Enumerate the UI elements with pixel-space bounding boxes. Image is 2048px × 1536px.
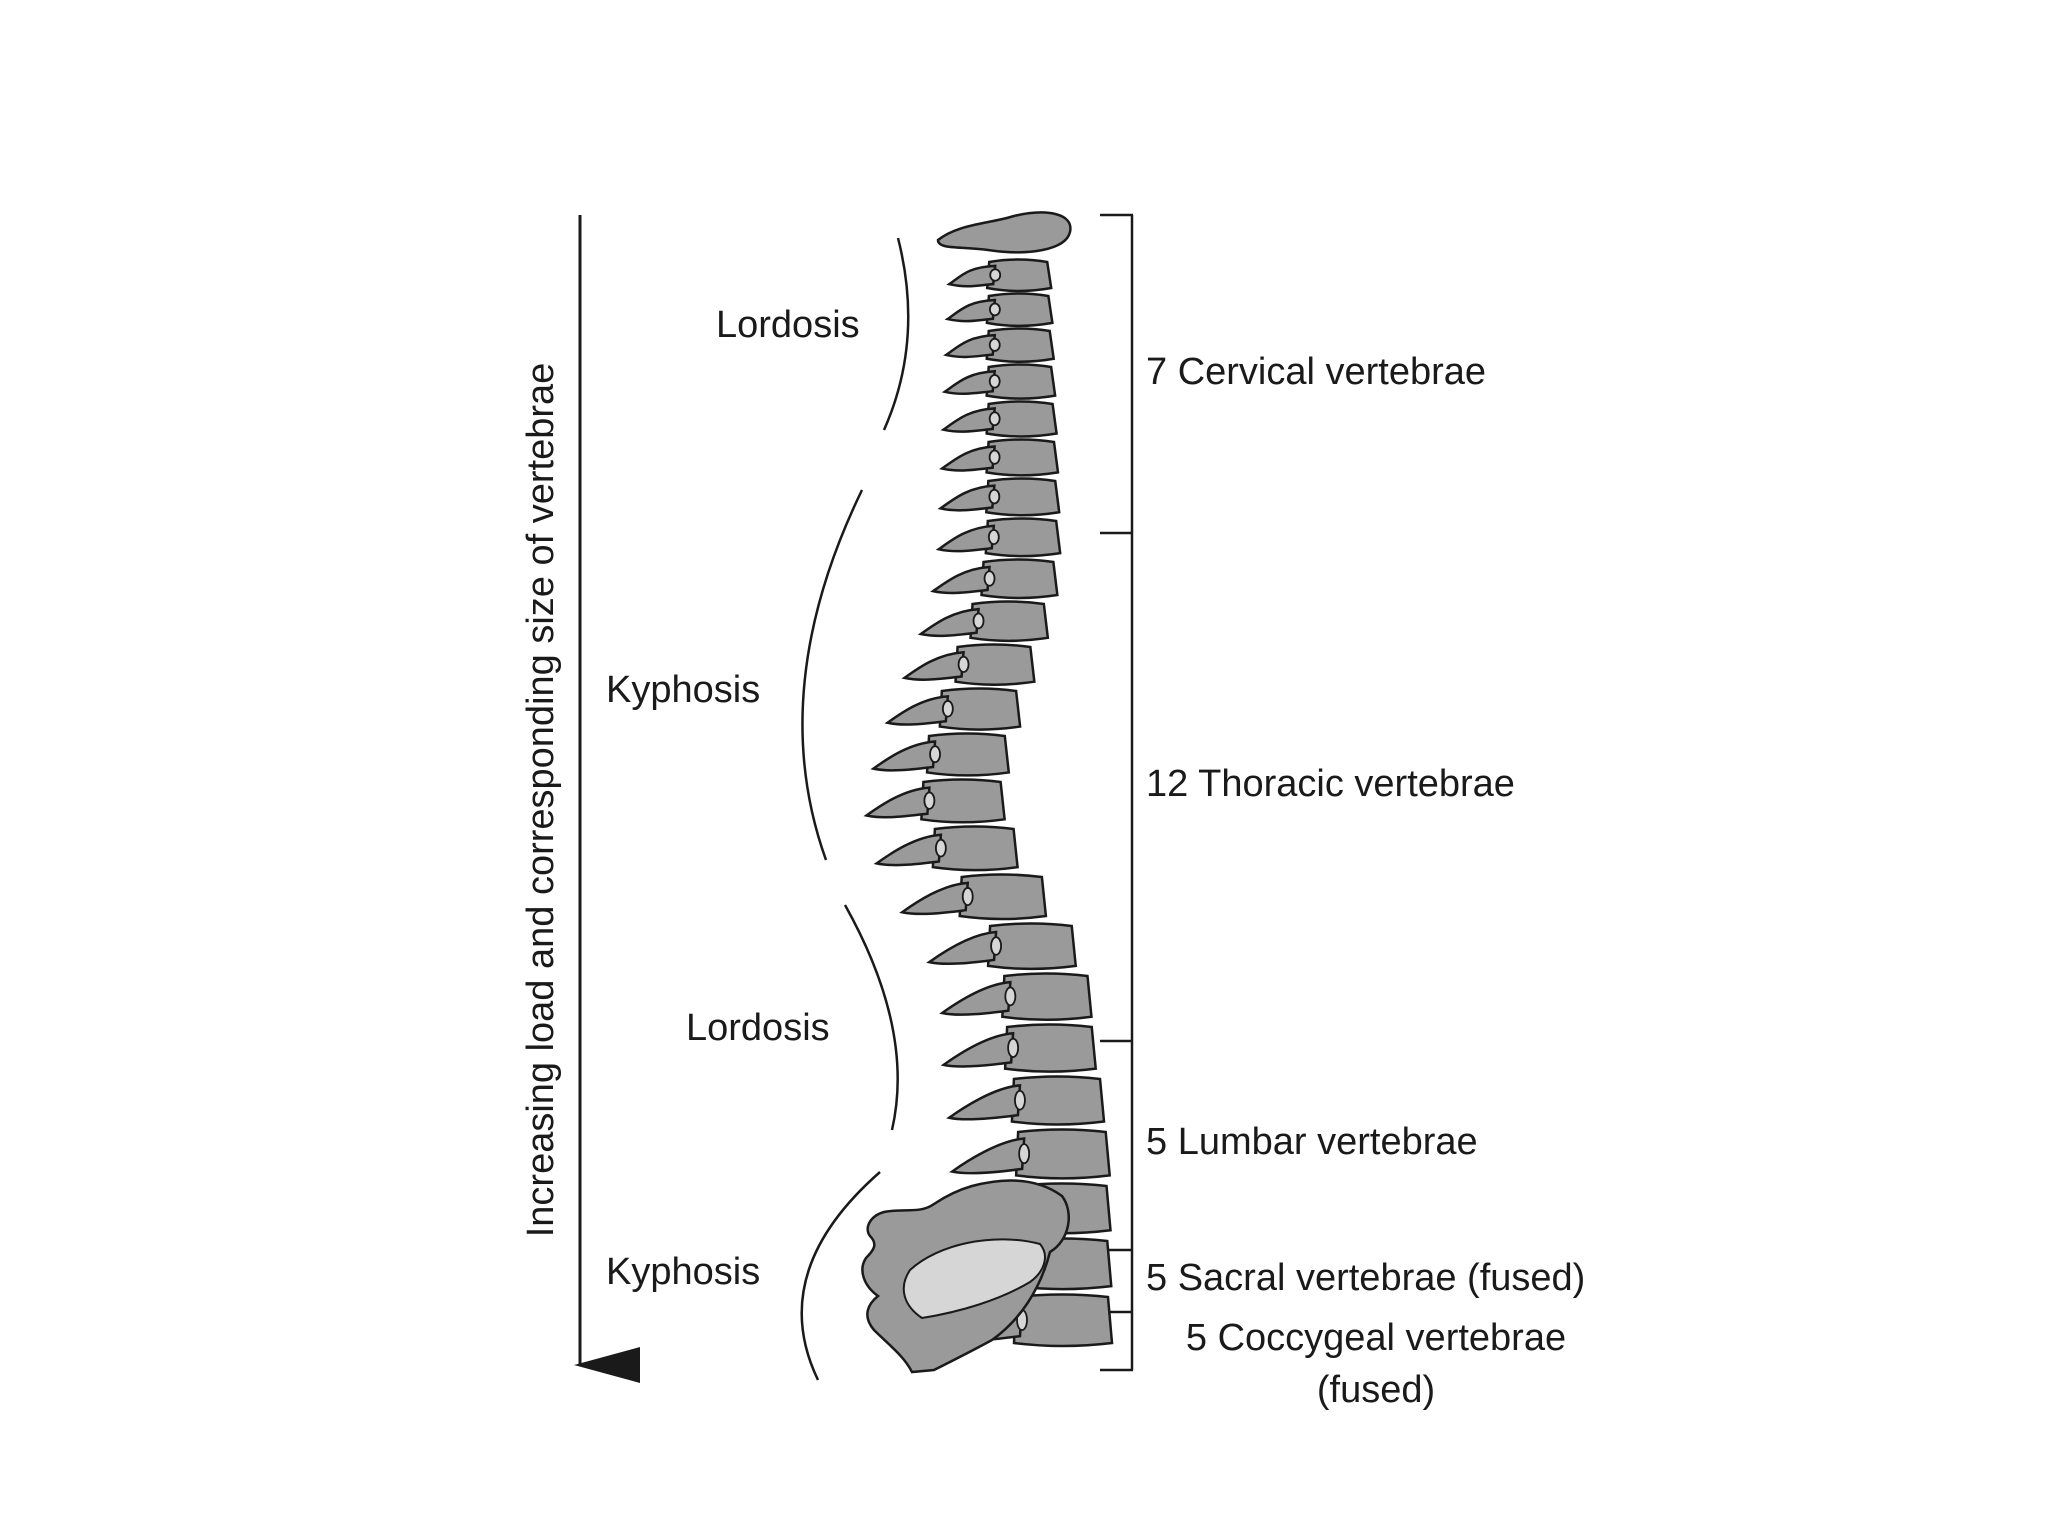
thoracic-region-label: 12 Thoracic vertebrae	[1146, 763, 1515, 805]
cervical-lordosis-label: Lordosis	[716, 304, 860, 346]
vertebra	[870, 732, 1011, 777]
lumbar-lordosis-label: Lordosis	[686, 1007, 830, 1049]
cervical-lordosis-arc	[882, 237, 910, 431]
vertebra	[939, 972, 1093, 1022]
vertebra	[944, 292, 1054, 328]
vertebra	[939, 438, 1060, 477]
vertebra	[899, 873, 1048, 921]
coccygeal-region-note: (fused)	[1316, 1369, 1436, 1411]
vertebra	[943, 327, 1056, 363]
sacrum	[861, 1179, 1070, 1374]
vertebra	[946, 1075, 1106, 1126]
vertebra	[901, 643, 1036, 686]
thoracic-kyphosis-label: Kyphosis	[606, 669, 761, 711]
coccygeal-region-label: 5 Coccygeal vertebrae (fused)	[1146, 1312, 1606, 1416]
vertebra	[935, 517, 1062, 558]
cervical-region-label: 7 Cervical vertebrae	[1146, 351, 1487, 393]
vertebral-column	[863, 211, 1114, 1348]
vertebra	[937, 477, 1061, 517]
vertebra	[946, 258, 1053, 293]
lumbar-lordosis-arc	[843, 904, 899, 1131]
vertebra	[941, 363, 1057, 400]
sacral-kyphosis-arc	[800, 1171, 881, 1381]
vertebra	[884, 687, 1022, 731]
vertebra	[873, 825, 1019, 872]
sacral-kyphosis-label: Kyphosis	[606, 1251, 761, 1293]
load-axis-label: Increasing load and corresponding size o…	[520, 362, 562, 1238]
lumbar-region-label: 5 Lumbar vertebrae	[1146, 1121, 1478, 1163]
vertebra	[926, 922, 1078, 971]
vertebra	[940, 400, 1058, 438]
vertebra	[917, 600, 1050, 643]
vertebra	[949, 1128, 1112, 1180]
vertebra	[930, 558, 1059, 600]
coccygeal-region-title: 5 Coccygeal vertebrae	[1185, 1317, 1567, 1359]
atlas-vertebra	[936, 211, 1072, 254]
sacral-region-label: 5 Sacral vertebrae (fused)	[1146, 1257, 1586, 1299]
thoracic-kyphosis-arc	[801, 489, 864, 861]
vertebra	[940, 1023, 1098, 1073]
vertebra	[863, 778, 1006, 824]
